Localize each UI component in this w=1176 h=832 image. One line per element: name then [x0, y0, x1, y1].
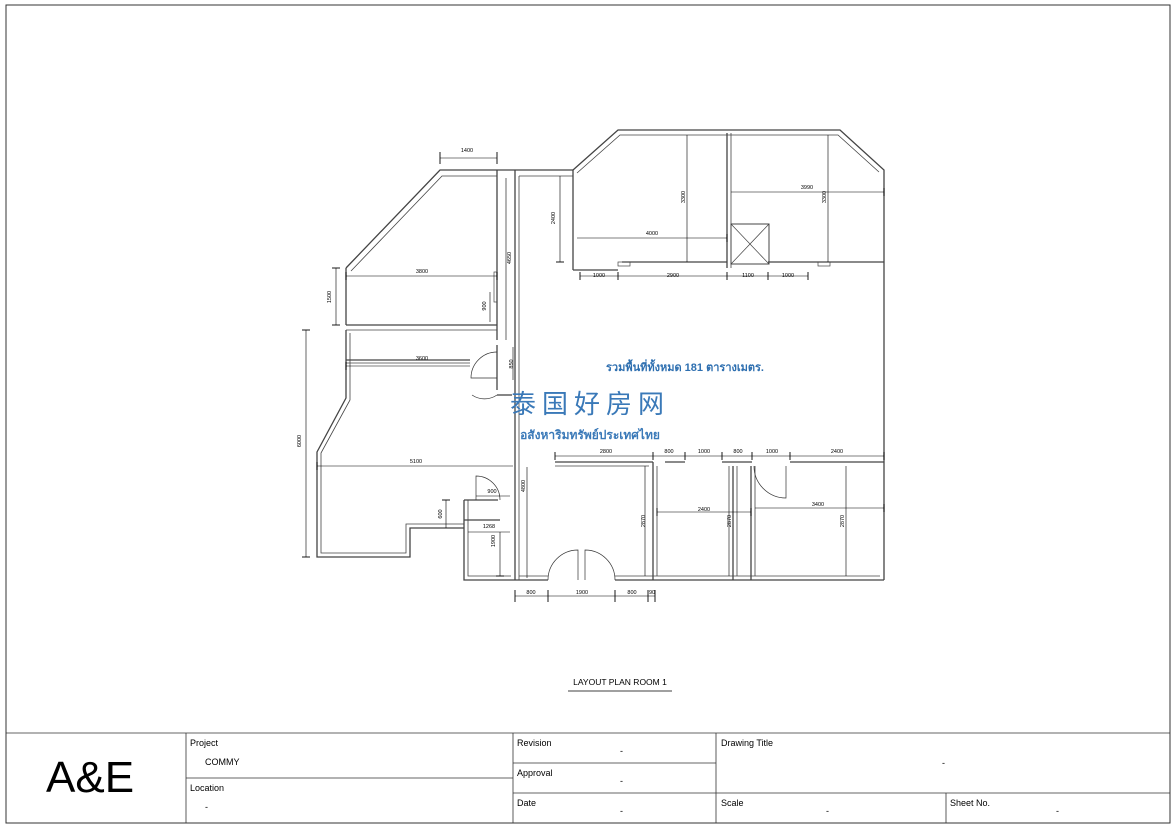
dim-1900-v: 1900 — [491, 535, 497, 547]
dim-90: 90 — [649, 590, 655, 596]
dim-2900: 2900 — [667, 273, 679, 279]
dim-2800: 2800 — [600, 449, 612, 455]
dim-1268: 1268 — [483, 524, 495, 530]
dim-6000: 6000 — [297, 435, 303, 447]
drawing-title-value: - — [942, 758, 945, 768]
dim-3990: 3990 — [801, 185, 813, 191]
dim-1000-c: 1000 — [698, 449, 710, 455]
dim-2400-a: 2400 — [831, 449, 843, 455]
wall-bath-inner — [467, 500, 511, 577]
location-value: - — [205, 802, 208, 812]
dim-800-d: 800 — [627, 590, 636, 596]
dim-2400-v: 2400 — [551, 212, 557, 224]
dim-3800: 3800 — [416, 269, 428, 275]
location-label: Location — [190, 783, 225, 793]
sheet-value: - — [1056, 806, 1059, 816]
watermark-cn: 泰国好房网 — [510, 389, 670, 419]
dim-900-b: 900 — [487, 489, 496, 495]
dim-1000-a: 1000 — [593, 273, 605, 279]
dim-2870-c: 2870 — [840, 515, 846, 527]
dimension-lines — [302, 135, 885, 602]
dim-850: 850 — [509, 359, 515, 368]
dim-3300-a: 3300 — [681, 191, 687, 203]
dim-1500: 1500 — [327, 291, 333, 303]
dim-600: 600 — [438, 509, 444, 518]
date-label: Date — [517, 798, 537, 808]
dim-1100: 1100 — [742, 273, 754, 279]
sheet-border — [5, 4, 1171, 824]
dim-800-a: 800 — [664, 449, 673, 455]
watermark-th: อสังหาริมทรัพย์ประเทศไทย — [520, 427, 660, 442]
revision-label: Revision — [517, 738, 552, 748]
area-text: รวมพื้นที่ทั้งหมด 181 ตารางเมตร. — [606, 359, 764, 374]
dim-4800: 4800 — [521, 480, 527, 492]
project-label: Project — [190, 738, 219, 748]
date-value: - — [620, 806, 623, 816]
door-swing-bath — [475, 475, 501, 501]
wall-top-right-inner — [576, 134, 880, 174]
dim-3400: 3400 — [812, 502, 824, 508]
dim-900-a: 900 — [482, 301, 488, 310]
dim-2870-a: 2870 — [641, 515, 647, 527]
wall-bath — [463, 500, 515, 581]
revision-value: - — [620, 746, 623, 756]
dim-2870-b: 2870 — [727, 515, 733, 527]
dim-1000-b: 1000 — [782, 273, 794, 279]
door-swing-left-room2 — [471, 394, 498, 400]
dim-1400: 1400 — [461, 148, 473, 154]
project-value: COMMY — [205, 757, 240, 767]
dim-800-b: 800 — [733, 449, 742, 455]
shaft-box — [730, 223, 770, 265]
window-mark — [493, 271, 498, 303]
title-block-grid — [6, 732, 1170, 823]
door-swing-left-room — [470, 351, 498, 379]
dim-3300-b: 3300 — [822, 191, 828, 203]
dimension-labels: 1400 3800 1500 900 4650 3600 850 6000 51… — [297, 148, 846, 596]
approval-value: - — [620, 776, 623, 786]
doors — [470, 261, 831, 581]
plan-caption: LAYOUT PLAN ROOM 1 — [573, 677, 667, 687]
dim-1900-h: 1900 — [576, 590, 588, 596]
scale-value: - — [826, 806, 829, 816]
dim-4000: 4000 — [646, 231, 658, 237]
dim-5100: 5100 — [410, 459, 422, 465]
dim-2400-b: 2400 — [698, 507, 710, 513]
door-main-left — [547, 549, 579, 581]
wall-left-inner — [320, 333, 464, 554]
scale-label: Scale — [721, 798, 744, 808]
dim-3600: 3600 — [416, 356, 428, 362]
door-swing-right — [753, 465, 787, 499]
wall-top-left — [345, 169, 497, 269]
approval-label: Approval — [517, 768, 553, 778]
dim-800-c: 800 — [526, 590, 535, 596]
drawing-title-label: Drawing Title — [721, 738, 774, 748]
dim-1000-d: 1000 — [766, 449, 778, 455]
sheet-label: Sheet No. — [950, 798, 991, 808]
wall-top-left-inner — [350, 175, 497, 272]
door-main-right — [584, 549, 616, 581]
dim-4650: 4650 — [507, 252, 513, 264]
walls — [316, 129, 885, 581]
wall-top-right — [572, 129, 885, 580]
company-logo: A&E — [46, 753, 135, 802]
wall-left-outline — [316, 330, 464, 558]
